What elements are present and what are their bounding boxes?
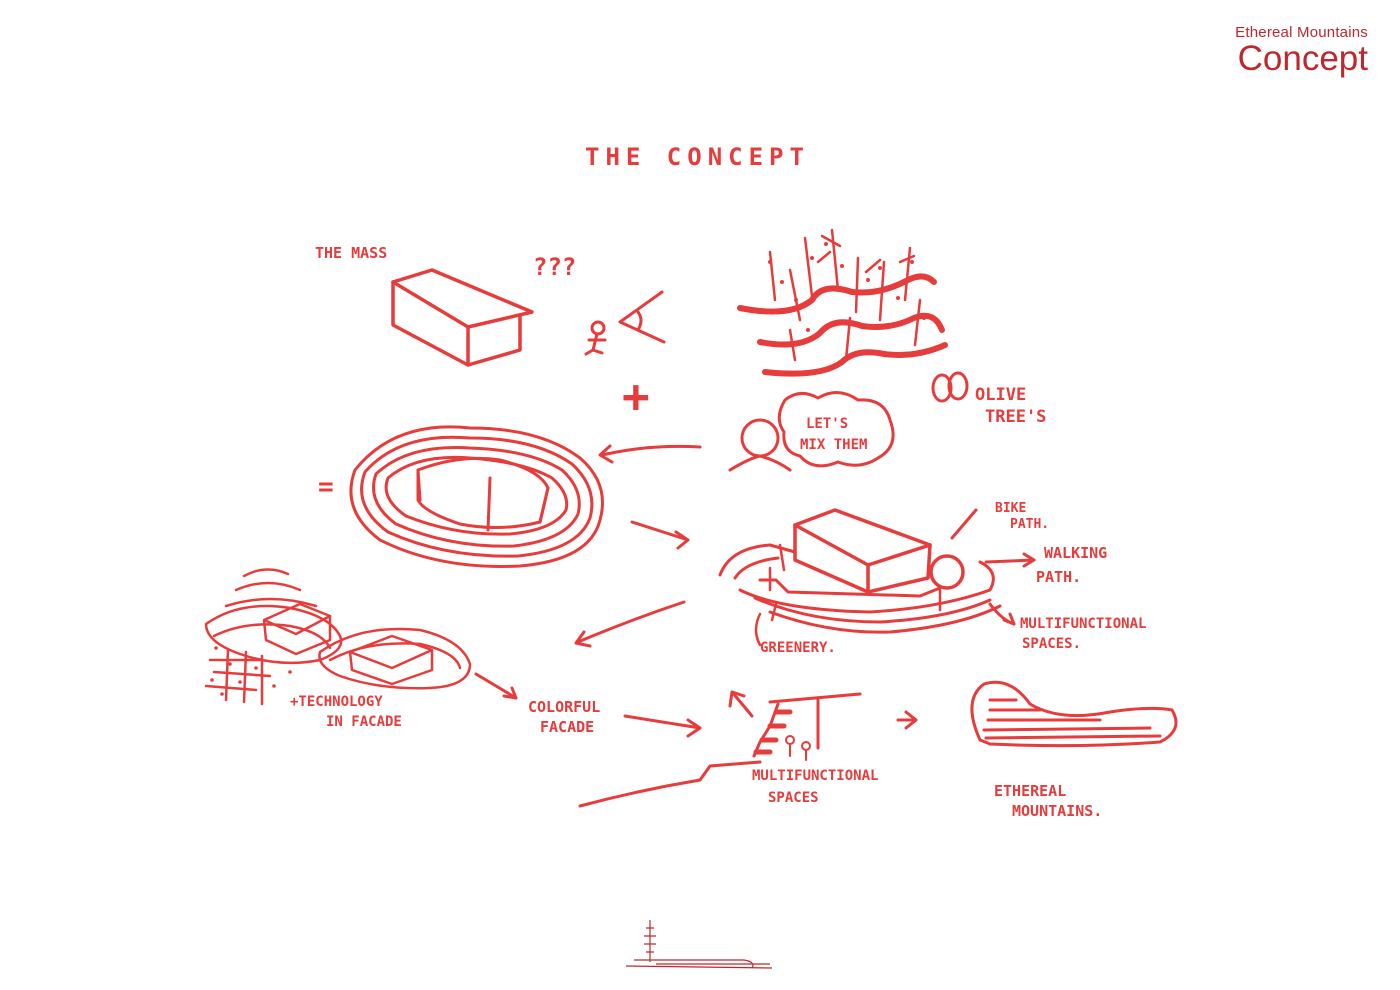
sketch-title: THE CONCEPT bbox=[585, 143, 810, 171]
label-multifunctional-spaces-b: SPACES bbox=[768, 790, 819, 806]
logo-mark-icon bbox=[625, 920, 773, 969]
label-bike-path: PATH. bbox=[1010, 517, 1049, 532]
ethereal-mountain-sketch bbox=[970, 680, 1178, 748]
mass-box-sketch bbox=[391, 268, 534, 367]
label-walking-path: PATH. bbox=[1036, 568, 1081, 586]
page-header: Ethereal Mountains Concept bbox=[1235, 24, 1368, 77]
label-colorful-facade: FACADE bbox=[540, 718, 594, 736]
ethereal-mountain-hatch bbox=[982, 698, 1162, 740]
layered-mass-sketch bbox=[349, 425, 604, 568]
thinking-person-icon bbox=[728, 391, 895, 472]
section-sketch bbox=[578, 692, 862, 808]
label-ethereal-mountains: MOUNTAINS. bbox=[1012, 802, 1102, 820]
olive-tree-leaves bbox=[768, 242, 926, 332]
technology-facade-sketch bbox=[204, 568, 472, 706]
label-bike: BIKE bbox=[995, 501, 1026, 516]
greenery-marks bbox=[768, 543, 942, 622]
arrows bbox=[474, 444, 1036, 738]
header-title: Concept bbox=[1237, 39, 1368, 78]
greenery-leader bbox=[754, 612, 762, 647]
label-lets: LET'S bbox=[806, 416, 848, 432]
label-walking: WALKING bbox=[1044, 544, 1107, 562]
label-mix-them: MIX THEM bbox=[800, 437, 867, 453]
label-olive: OLIVE bbox=[975, 385, 1026, 405]
header-supertitle: Ethereal Mountains bbox=[1235, 24, 1368, 41]
label-colorful: COLORFUL bbox=[528, 698, 600, 716]
label-the-mass: THE MASS bbox=[315, 244, 387, 262]
label-technology: +TECHNOLOGY bbox=[290, 694, 383, 710]
label-trees: TREE'S bbox=[985, 407, 1046, 427]
label-multifunctional-b: MULTIFUNCTIONAL bbox=[752, 768, 878, 784]
section-stair-marks bbox=[753, 709, 793, 755]
label-in-facade: IN FACADE bbox=[326, 714, 402, 730]
paths-rings bbox=[718, 543, 1002, 634]
olive-icon bbox=[931, 371, 969, 403]
equals-sign: = bbox=[318, 472, 334, 502]
label-greenery: GREENERY. bbox=[760, 640, 836, 656]
label-question-marks: ??? bbox=[533, 253, 576, 281]
label-multifunctional-spaces: SPACES. bbox=[1022, 636, 1081, 652]
facade-dots bbox=[210, 646, 292, 696]
olive-tree-branches bbox=[768, 228, 922, 362]
olive-terraces-sketch bbox=[737, 273, 948, 377]
label-multifunctional: MULTIFUNCTIONAL bbox=[1020, 616, 1146, 632]
person-viewer-icon bbox=[584, 290, 666, 356]
plus-sign: + bbox=[622, 369, 650, 423]
section-people bbox=[785, 735, 811, 761]
box-with-paths-sketch bbox=[793, 508, 965, 594]
label-ethereal: ETHEREAL bbox=[994, 782, 1066, 800]
